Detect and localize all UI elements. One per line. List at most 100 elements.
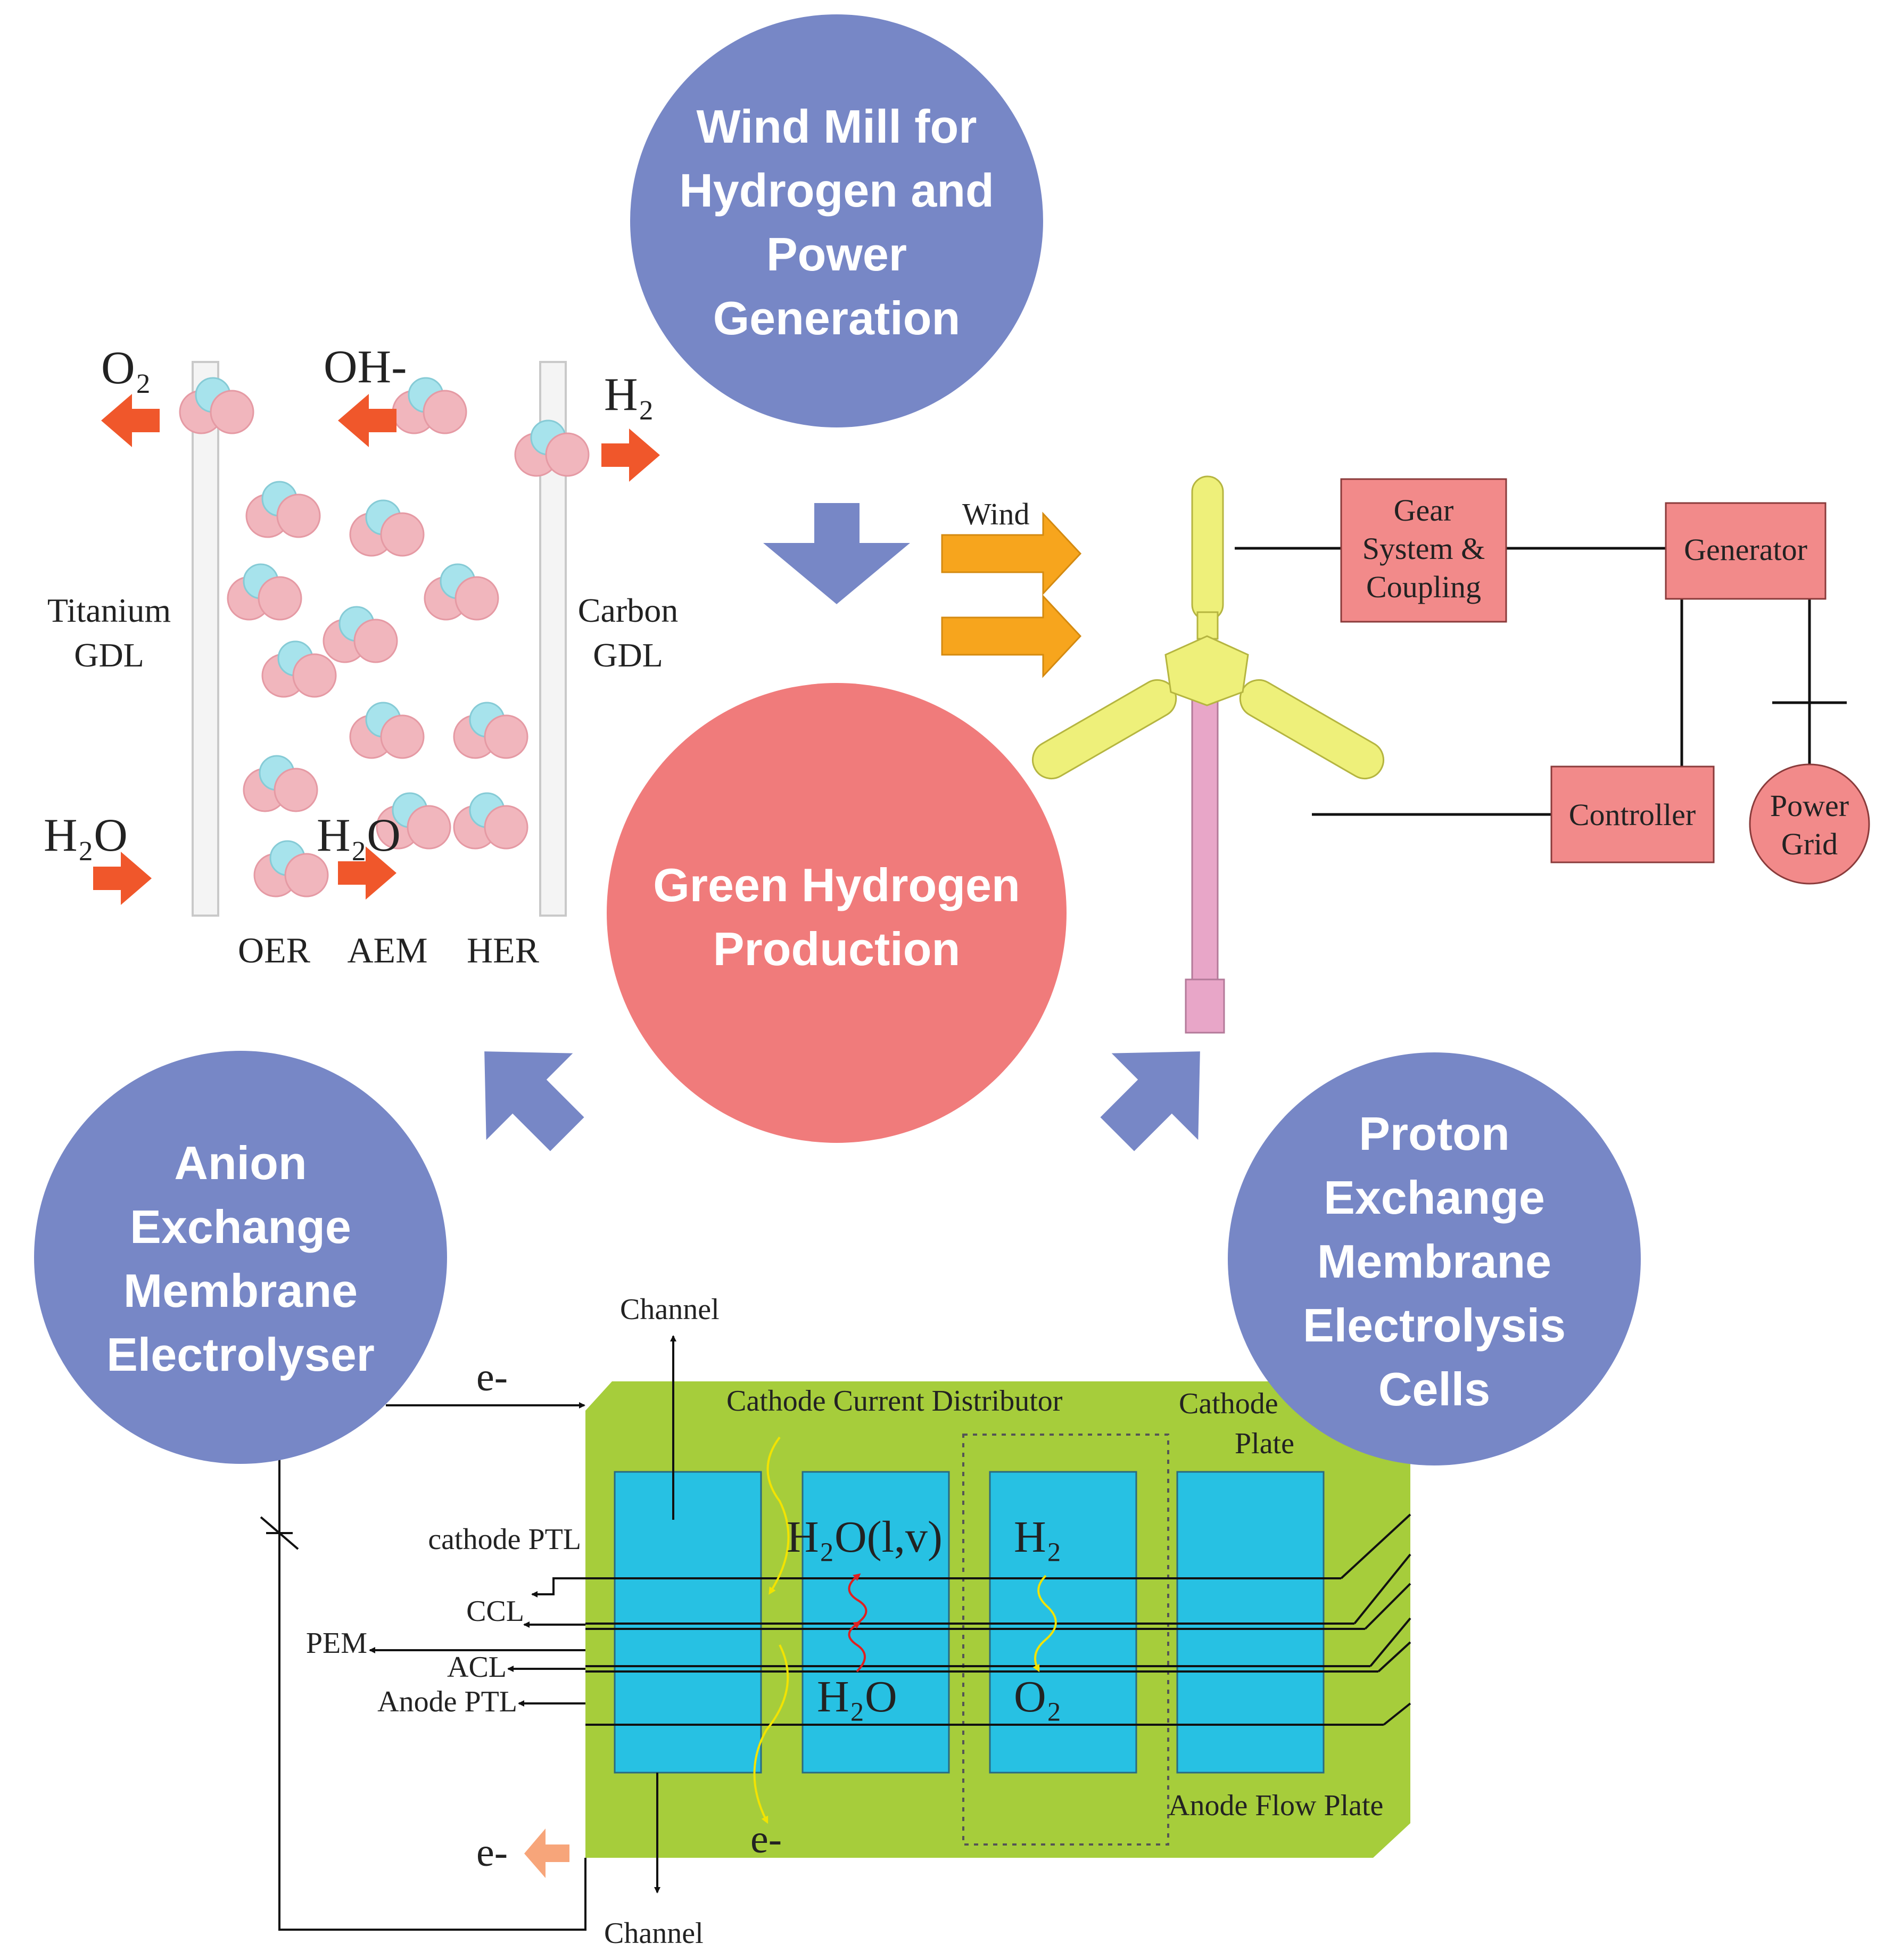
aem-bubble-line: Membrane (123, 1264, 358, 1317)
wind-arrow (941, 594, 1082, 678)
pem-bubble-line: Electrolysis (1303, 1299, 1566, 1352)
wind-bubble-line: Generation (713, 292, 961, 344)
generator-label: Generator (1684, 532, 1807, 567)
blade-right (1239, 679, 1384, 779)
molecule (349, 702, 425, 759)
molecule (453, 702, 528, 759)
center-bubble: Green Hydrogen Production (607, 683, 1067, 1143)
cathode-plate-label: Plate (1235, 1427, 1294, 1460)
channel-bottom-label: Channel (604, 1917, 704, 1950)
molecule (453, 792, 528, 850)
pem-cell-diagram: Channel Channel Cathode Current Distribu… (260, 1293, 1411, 1950)
molecule (323, 606, 398, 663)
blade-hub-neck (1196, 611, 1219, 640)
down-arrow (763, 503, 910, 604)
cathode-plate-label: Cathode (1179, 1387, 1278, 1420)
aem-bubble: Anion Exchange Membrane Electrolyser (34, 1051, 447, 1464)
center-title-line: Green Hydrogen (653, 859, 1020, 911)
channel-top-label: Channel (620, 1293, 720, 1326)
wind-arrow (941, 512, 1082, 596)
oh-label: OH- (324, 341, 407, 393)
layer-label: ACL (447, 1651, 507, 1684)
tower-base (1185, 978, 1225, 1034)
layer-label: cathode PTL (428, 1523, 581, 1556)
wind-system: Wind Gear System & Coupling Generator Co… (941, 475, 1870, 1034)
power-grid-node (1749, 763, 1870, 885)
her-label: HER (467, 930, 540, 970)
yellow-flow (753, 1644, 789, 1824)
molecule (349, 499, 425, 557)
carbon-label: Carbon (578, 591, 678, 629)
aem-diagram: O₂ OH- H₂ H₂O H₂O Titanium GDL Carbon GD… (44, 341, 678, 970)
pem-bubble-line: Exchange (1324, 1171, 1545, 1224)
electron-label: e- (476, 1830, 508, 1875)
up-right-arrow-left (484, 1051, 584, 1151)
layer-label: CCL (466, 1595, 524, 1628)
red-flow (848, 1621, 866, 1673)
wind-bubble-line: Hydrogen and (679, 164, 994, 217)
channel-block (1176, 1471, 1325, 1774)
aem-label: AEM (347, 930, 427, 970)
gdl-label: GDL (593, 636, 663, 674)
yellow-flow (766, 1436, 790, 1595)
titanium-gdl-bar (192, 361, 219, 917)
wind-label: Wind (962, 497, 1030, 531)
wind-bubble-line: Wind Mill for (696, 100, 977, 153)
red-flow (848, 1573, 867, 1625)
gear-label: System & (1362, 531, 1485, 566)
pem-bubble-line: Cells (1378, 1363, 1490, 1415)
molecule (179, 377, 254, 434)
center-title-line: Production (713, 923, 960, 975)
molecule (243, 755, 318, 812)
e-arrow (524, 1829, 569, 1878)
channel-block (614, 1471, 762, 1774)
tower (1191, 696, 1219, 1018)
power-grid-label: Power (1770, 788, 1849, 823)
o2-out-arrow (101, 394, 160, 447)
layer-lines (585, 1513, 1411, 1726)
yellow-exchange (1032, 1575, 1057, 1673)
wind-bubble: Wind Mill for Hydrogen and Power Generat… (630, 14, 1043, 427)
leader-lines (260, 1335, 676, 1931)
molecule (514, 419, 590, 477)
blade-left (1032, 679, 1177, 779)
molecule (227, 563, 302, 621)
generator-box (1665, 502, 1827, 600)
electron-label: e- (476, 1355, 508, 1399)
channel-block (801, 1471, 950, 1774)
hub (1164, 635, 1249, 706)
channel-block (989, 1471, 1137, 1774)
up-left-arrow-right (1100, 1051, 1200, 1151)
cathode-current-distributor-label: Cathode Current Distributor (726, 1385, 1063, 1418)
gear-box (1340, 478, 1507, 623)
aem-bubble-line: Exchange (130, 1200, 351, 1253)
h2-out-arrow (601, 429, 660, 482)
aem-bubble-line: Anion (174, 1137, 307, 1189)
h2o-lv-label: H₂O(l,v) (787, 1512, 943, 1562)
wind-bubble-line: Power (766, 228, 907, 281)
aem-bubble-line: Electrolyser (106, 1328, 375, 1381)
controller-box (1550, 765, 1715, 863)
molecule (245, 481, 321, 538)
power-grid-label: Grid (1781, 827, 1838, 861)
gear-label: Gear (1394, 493, 1454, 528)
flow-arrows (484, 503, 1200, 1151)
h2o-mid-label: H₂O (317, 810, 401, 861)
pem-bubble-line: Proton (1359, 1107, 1510, 1160)
controller-label: Controller (1569, 797, 1696, 832)
anode-flow-plate-label: Anode Flow Plate (1168, 1789, 1383, 1822)
electron-label: e- (750, 1817, 782, 1862)
h2-label: H₂ (1014, 1512, 1062, 1562)
o2-label: O₂ (101, 342, 151, 394)
h2o-left-label: H₂O (44, 810, 128, 861)
blade-top (1191, 475, 1224, 621)
molecule (424, 563, 499, 621)
layer-label: Anode PTL (377, 1685, 517, 1718)
pem-bubble-line: Membrane (1317, 1235, 1551, 1288)
titanium-label: Titanium (47, 591, 171, 629)
pem-bubble: Proton Exchange Membrane Electrolysis Ce… (1228, 1052, 1641, 1465)
h2o-label: H₂O (817, 1672, 897, 1722)
oer-label: OER (238, 930, 311, 970)
